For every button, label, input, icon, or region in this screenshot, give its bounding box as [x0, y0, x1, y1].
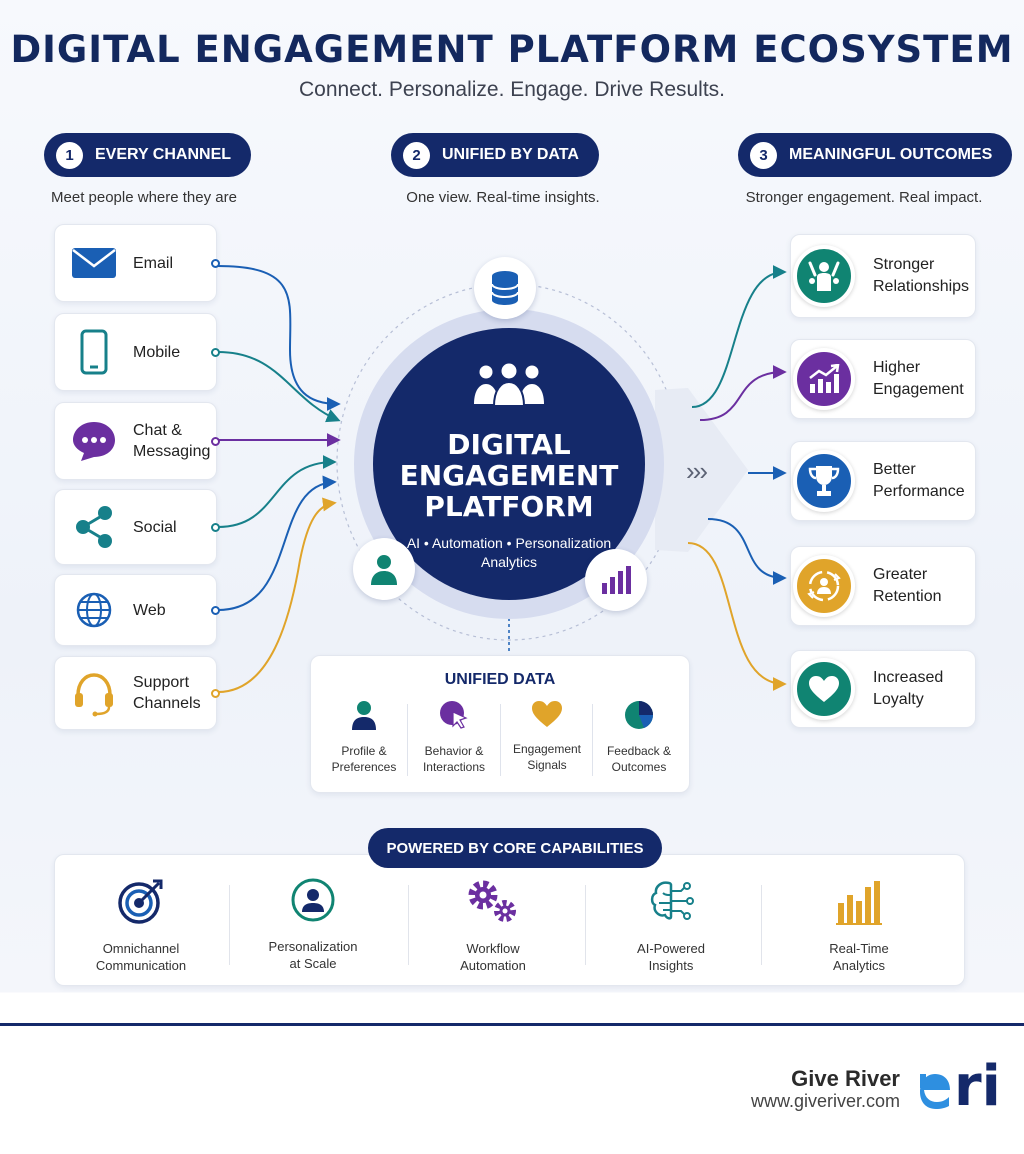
- mobile-phone-icon: [55, 329, 133, 375]
- channel-card-email[interactable]: Email: [54, 224, 220, 302]
- page-title: DIGITAL ENGAGEMENT PLATFORM ECOSYSTEM: [10, 28, 1014, 71]
- channel-label: Email: [133, 254, 174, 272]
- channel-label: Mobile: [133, 343, 181, 361]
- cursor-click-icon: [440, 701, 468, 729]
- trophy-icon: [793, 450, 855, 512]
- person-icon: [352, 701, 376, 730]
- core-capabilities-title: POWERED BY CORE CAPABILITIES: [368, 828, 662, 868]
- pie-chart-icon: [625, 701, 653, 729]
- people-group-icon: [472, 361, 546, 411]
- connector-dot: [211, 689, 220, 698]
- channel-card-social[interactable]: Social: [54, 489, 220, 565]
- person-circle-icon: [291, 878, 335, 922]
- gears-icon: [468, 880, 516, 922]
- column-label: MEANINGFUL OUTCOMES: [789, 146, 993, 163]
- column-pill-every-channel: 1 EVERY CHANNEL: [44, 133, 252, 177]
- retention-cycle-icon: [793, 555, 855, 617]
- channel-label: Social: [133, 518, 177, 536]
- flow-arrows: ›››: [686, 456, 708, 486]
- column-label: UNIFIED BY DATA: [442, 146, 579, 163]
- share-icon: [55, 504, 133, 550]
- platform-disc: DIGITAL ENGAGEMENT PLATFORM AI • Automat…: [373, 328, 645, 600]
- column-subtitle: One view. Real-time insights.: [406, 189, 600, 206]
- user-badge: [353, 538, 415, 600]
- user-icon: [371, 555, 397, 585]
- channel-card-chat-messaging[interactable]: Chat &Messaging: [54, 402, 220, 480]
- connector-dot: [211, 259, 220, 268]
- chat-bubble-icon: [55, 419, 133, 463]
- brand-name: Give River: [791, 1066, 900, 1091]
- connector-dot: [211, 348, 220, 357]
- connector-dot: [211, 523, 220, 532]
- column-pill-meaningful-outcomes: 3 MEANINGFUL OUTCOMES: [738, 133, 1013, 177]
- step-number: 1: [56, 141, 83, 169]
- unified-data-title: UNIFIED DATA: [444, 671, 556, 688]
- channel-card-web[interactable]: Web: [54, 574, 220, 646]
- platform-title: DIGITAL ENGAGEMENT PLATFORM: [399, 428, 619, 523]
- footer-divider: [0, 1023, 1024, 1026]
- column-label: EVERY CHANNEL: [95, 146, 232, 163]
- headset-icon: [55, 669, 133, 717]
- step-number: 2: [403, 141, 430, 169]
- unified-data-item-feedback: Feedback &Outcomes: [592, 700, 686, 775]
- column-subtitle: Meet people where they are: [51, 189, 237, 206]
- column-subtitle: Stronger engagement. Real impact.: [745, 189, 983, 206]
- brand-url[interactable]: www.giveriver.com: [750, 1091, 900, 1111]
- logo-text: ri: [954, 1054, 1001, 1119]
- heart-icon: [793, 658, 855, 720]
- envelope-icon: [55, 246, 133, 280]
- step-number: 3: [750, 141, 777, 169]
- people-celebrate-icon: [793, 245, 855, 307]
- unified-data-item-profile: Profile &Preferences: [317, 700, 411, 775]
- globe-icon: [55, 591, 133, 629]
- bar-chart-icon: [602, 566, 631, 594]
- target-icon: [118, 879, 163, 924]
- logo-e-icon: [920, 1074, 950, 1109]
- column-pill-unified-by-data: 2 UNIFIED BY DATA: [391, 133, 599, 177]
- unified-data-panel: UNIFIED DATA Profile &Preferences Behavi…: [310, 655, 690, 793]
- unified-data-item-behavior: Behavior &Interactions: [407, 700, 501, 775]
- bar-chart-icon: [836, 881, 882, 925]
- heart-icon: [532, 701, 562, 727]
- page-subtitle: Connect. Personalize. Engage. Drive Resu…: [298, 78, 726, 101]
- trend-up-chart-icon: [793, 348, 855, 410]
- channel-label: Web: [133, 601, 166, 619]
- database-badge: [474, 257, 536, 319]
- database-icon: [491, 271, 519, 305]
- connector-dot: [211, 606, 220, 615]
- brain-circuit-icon: [650, 881, 694, 920]
- channel-label: Chat &Messaging: [133, 422, 211, 460]
- channel-card-mobile[interactable]: Mobile: [54, 313, 220, 391]
- platform-subtitle: AI • Automation • Personalization Analyt…: [406, 535, 612, 570]
- output-funnel: [655, 388, 748, 552]
- brand-logo: ri: [918, 1057, 1001, 1117]
- connector-dot: [211, 437, 220, 446]
- chart-badge: [585, 549, 647, 611]
